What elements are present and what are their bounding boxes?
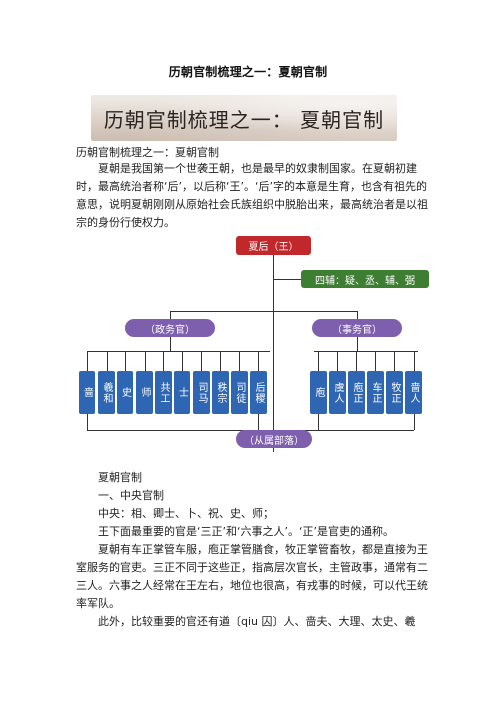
section-heading: 一、中央官制: [98, 489, 164, 502]
body-heading: 夏朝官制: [98, 471, 142, 484]
chart-right-item: 虞人: [329, 371, 346, 414]
chart-right-item: 庖正: [348, 371, 365, 414]
chart-right-item: 啬人: [405, 371, 422, 414]
chart-left-item: 后稷: [250, 371, 267, 414]
chart-left-item: 羲和: [98, 371, 115, 414]
chart-left-item: 秩宗: [212, 371, 229, 414]
chart-left-item: 史: [117, 371, 133, 414]
chart-left-item: 司马: [193, 371, 210, 414]
chart-left-item: 士: [174, 371, 190, 414]
body-paragraph-3: 此外，比较重要的官还有遒〔qiu 囚〕人、啬夫、大理、太史、羲: [98, 615, 416, 628]
banner-text: 历朝官制梳理之一： 夏朝官制: [103, 107, 385, 132]
chart-left-item: 啬: [79, 371, 95, 414]
chart-left-item: 司徒: [231, 371, 248, 414]
chart-left-item: 共工: [155, 371, 172, 414]
chart-assist-node: 四辅：疑、丞、辅、弼: [301, 270, 429, 288]
central-officials-line: 中央：相、卿士、卜、祝、史、师；: [98, 507, 274, 520]
document-title: 历朝官制梳理之一：夏朝官制: [168, 65, 328, 79]
chart-right-item: 牧正: [386, 371, 403, 414]
subtitle-line: 历朝官制梳理之一：夏朝官制: [76, 146, 219, 159]
chart-right-item: 庖: [310, 371, 327, 414]
chart-right-group-node: （事务官）: [312, 319, 402, 337]
intro-paragraph: 夏朝是我国第一个世袭王朝，也是最早的奴隶制国家。在夏朝初建时，最高统治者称‘后’…: [76, 162, 428, 229]
title-banner-image: 历朝官制梳理之一： 夏朝官制: [91, 95, 397, 141]
chart-left-item: 师: [136, 371, 153, 414]
chart-right-item: 车正: [367, 371, 384, 414]
chart-left-group-node: （政务官）: [125, 319, 215, 337]
body-paragraph-2: 夏朝有车正掌管车服，庖正掌管膳食，牧正掌管畜牧，都是直接为王室服务的官吏。三正不…: [76, 543, 428, 610]
body-paragraph-1: 王下面最重要的官是‘三正’和‘六事之人’。‘正’是官吏的通称。: [98, 525, 394, 538]
chart-top-node: 夏后（王）: [236, 236, 311, 255]
chart-bottom-node: （从属部落）: [236, 430, 312, 448]
